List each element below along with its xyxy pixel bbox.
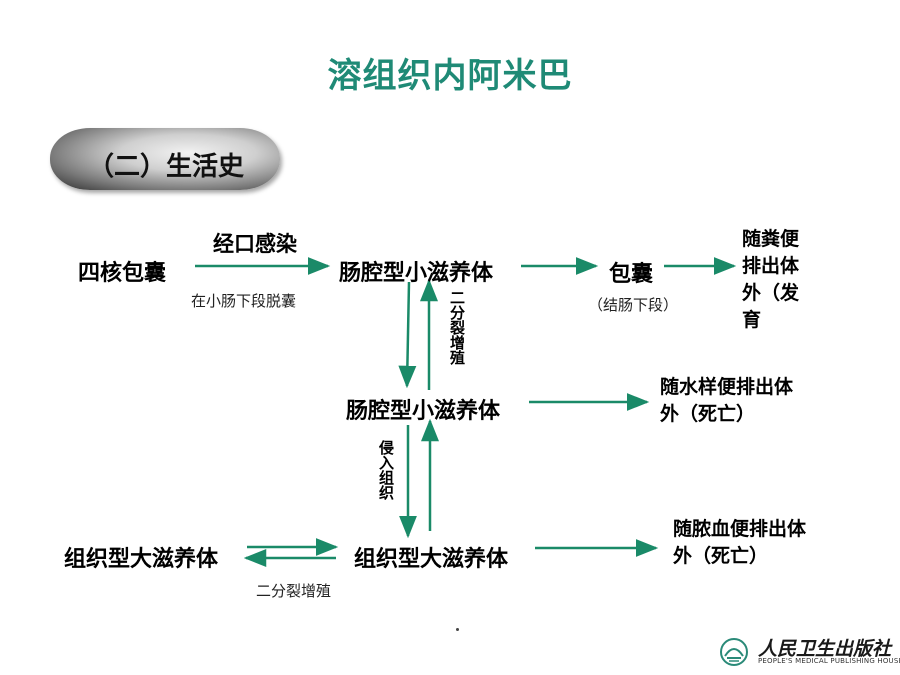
node-tissue-trophozoite-left: 组织型大滋养体 [64,547,219,572]
page-dot [456,628,459,631]
label-invade-tissue: 侵入组织 [377,440,395,500]
label-cyst-site: （结肠下段） [588,296,679,314]
outcome-bloody: 随脓血便排出体外（死亡） [673,518,807,567]
label-binary-fission-vertical: 二分裂增殖 [448,290,466,365]
label-binary-fission-bottom: 二分裂增殖 [256,582,332,600]
node-cyst: 包囊 [609,262,654,287]
section-title: （二）生活史 [88,152,245,182]
node-lumen-trophozoite-upper: 肠腔型小滋养体 [339,261,494,286]
publisher-logo-icon [720,638,748,666]
arrow-small-down [398,281,417,389]
node-tissue-trophozoite-right: 组织型大滋养体 [354,547,509,572]
label-oral-infection: 经口感染 [213,232,297,256]
node-cyst-quadrinucleate: 四核包囊 [78,261,167,286]
outcome-feces: 随粪便排出体外（发育 [742,228,800,331]
publisher-logo [716,636,752,668]
publisher-name-cn: 人民卫生出版社 [758,638,892,660]
page-title: 溶组织内阿米巴 [327,56,573,96]
outcome-watery: 随水样便排出体外（死亡） [660,376,794,425]
label-excystation-site: 在小肠下段脱囊 [191,292,297,310]
node-lumen-trophozoite-lower: 肠腔型小滋养体 [346,399,501,424]
publisher-name-en: PEOPLE'S MEDICAL PUBLISHING HOUSE [758,657,900,665]
section-badge [50,128,280,190]
